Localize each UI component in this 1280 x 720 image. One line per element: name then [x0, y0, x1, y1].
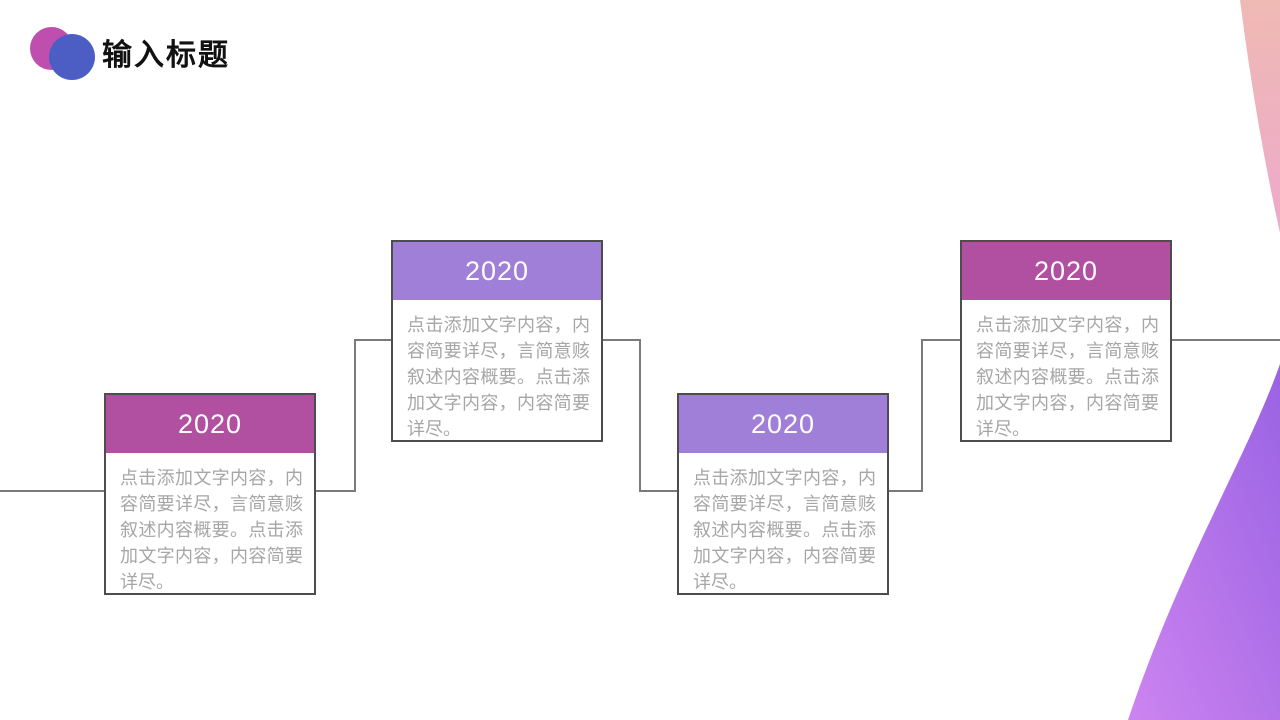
timeline-card-4-year: 2020 [962, 242, 1170, 300]
timeline-card-2-year: 2020 [393, 242, 601, 300]
slide-title[interactable]: 输入标题 [102, 39, 230, 72]
slide-title-group: 输入标题 [0, 0, 400, 90]
timeline-card-2-text: 点击添加文字内容，内容简要详尽，言简意赅叙述内容概要。点击添加文字内容，内容简要… [407, 315, 590, 439]
timeline-card-1-year: 2020 [106, 395, 314, 453]
timeline-card-4[interactable]: 2020 点击添加文字内容，内容简要详尽，言简意赅叙述内容概要。点击添加文字内容… [960, 240, 1172, 442]
timeline-card-1[interactable]: 2020 点击添加文字内容，内容简要详尽，言简意赅叙述内容概要。点击添加文字内容… [104, 393, 316, 595]
timeline-card-3[interactable]: 2020 点击添加文字内容，内容简要详尽，言简意赅叙述内容概要。点击添加文字内容… [677, 393, 889, 595]
timeline-card-1-text: 点击添加文字内容，内容简要详尽，言简意赅叙述内容概要。点击添加文字内容，内容简要… [120, 468, 303, 592]
timeline-card-2[interactable]: 2020 点击添加文字内容，内容简要详尽，言简意赅叙述内容概要。点击添加文字内容… [391, 240, 603, 442]
pink-corner-shape [1240, 0, 1280, 233]
timeline-card-4-text: 点击添加文字内容，内容简要详尽，言简意赅叙述内容概要。点击添加文字内容，内容简要… [976, 315, 1159, 439]
timeline-card-3-text: 点击添加文字内容，内容简要详尽，言简意赅叙述内容概要。点击添加文字内容，内容简要… [693, 468, 876, 592]
title-blue-circle-icon [49, 34, 95, 80]
timeline-card-3-year: 2020 [679, 395, 887, 453]
